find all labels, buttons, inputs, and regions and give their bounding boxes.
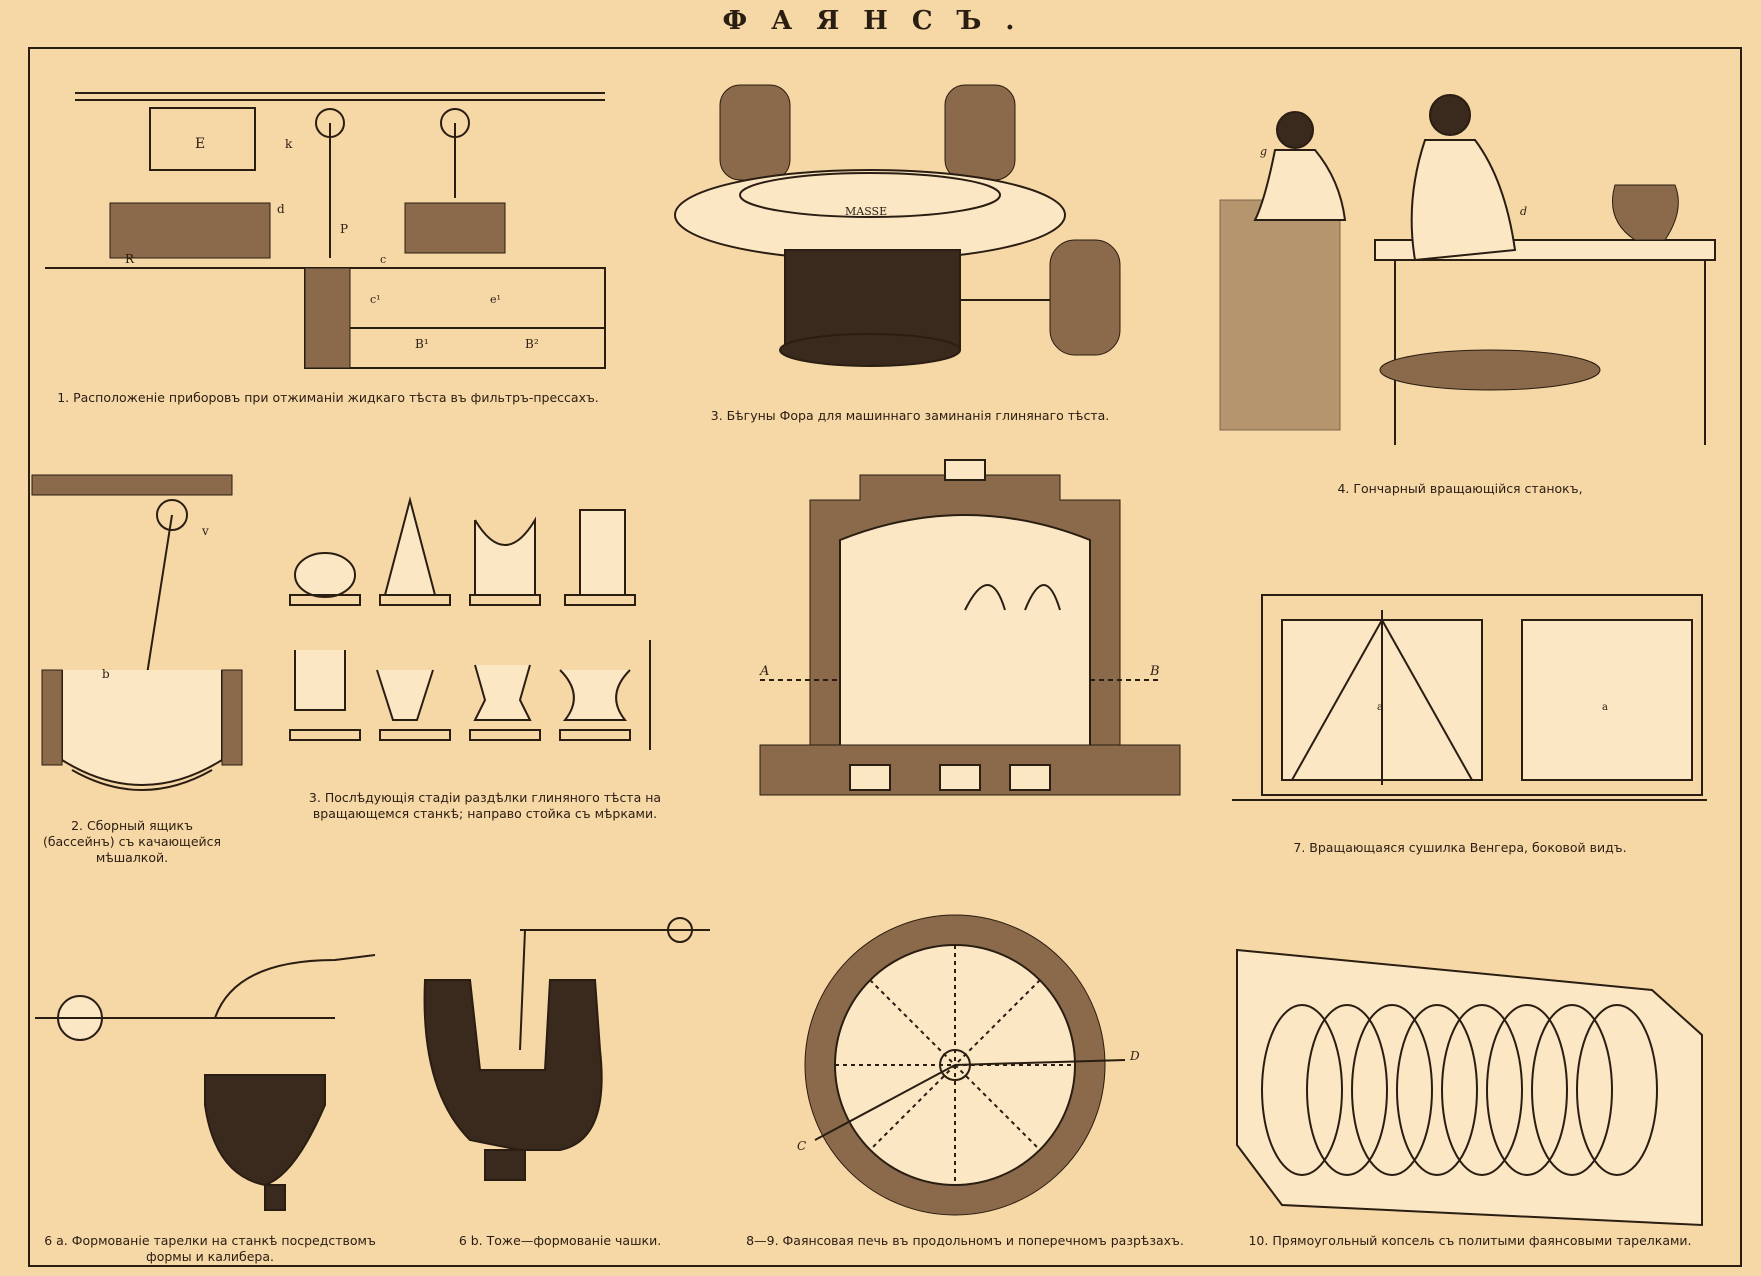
caption-figure-3-edge-runner: 3. Бѣгуны Фора для машиннаго заминанія г… — [710, 408, 1110, 423]
figure-3-clay-shaping-stages — [289, 496, 651, 750]
label-c1: c¹ — [370, 293, 381, 306]
caption-figure-6a: 6 a. Формованіе тарелки на станкѣ посред… — [44, 1233, 376, 1264]
stacked-plates — [1261, 1004, 1658, 1176]
figure-10-saggar-with-plates — [1236, 948, 1703, 1227]
caption-figure-4: 4. Гончарный вращающійся станокъ, — [1337, 481, 1583, 496]
label-A: A — [759, 664, 769, 679]
label-a-left: a — [1377, 702, 1383, 713]
figure-8-kiln-longitudinal-section: A B — [759, 459, 1181, 796]
label-E: E — [195, 136, 205, 152]
caption-figure-8-9: 8—9. Фаянсовая печь въ продольномъ и поп… — [746, 1233, 1184, 1248]
figure-2-collecting-tank: v b — [31, 474, 243, 791]
label-b: b — [102, 667, 110, 681]
caption-figure-10: 10. Прямоугольный копсель съ политыми фа… — [1248, 1233, 1692, 1248]
label-d: d — [277, 202, 285, 216]
label-R: R — [125, 252, 135, 266]
label-P: P — [340, 222, 348, 236]
label-B2: B² — [525, 337, 539, 351]
figure-4-potters-wheel: g d — [1219, 94, 1716, 445]
label-D: D — [1129, 1049, 1140, 1063]
label-v: v — [201, 524, 209, 538]
caption-figure-3-stages: 3. Послѣдующія стадіи раздѣлки глиняного… — [308, 790, 662, 821]
caption-figure-7: 7. Вращающаяся сушилка Венгера, боковой … — [1293, 840, 1627, 855]
figure-7-rotating-dryer: a a — [1232, 594, 1707, 801]
label-a-right: a — [1602, 702, 1608, 713]
plate-title: ФАЯНСЪ. — [722, 6, 1039, 36]
caption-figure-2: 2. Сборный ящикъ (бассейнъ) съ качающейс… — [42, 818, 222, 865]
caption-figure-6b: 6 b. Тоже—формованіе чашки. — [458, 1233, 662, 1248]
label-c: c — [380, 253, 386, 266]
caption-figure-1: 1. Расположеніе приборовъ при отжиманіи … — [57, 390, 599, 405]
stage-row-bottom — [289, 640, 651, 750]
figure-9-kiln-cross-section: D C — [797, 914, 1140, 1216]
label-e1: e¹ — [490, 293, 501, 306]
figure-3-edge-runner-mill: MASSE — [674, 84, 1121, 367]
stage-row-top — [289, 496, 636, 606]
figure-1-filter-press-diagram: E k d P R c c¹ e¹ B¹ B² — [45, 92, 606, 369]
label-C: C — [797, 1139, 806, 1153]
plate-frame — [28, 47, 1742, 1267]
label-B: B — [1149, 664, 1160, 679]
label-g: g — [1260, 145, 1267, 158]
label-masse: MASSE — [845, 205, 887, 218]
figure-6b-cup-forming — [423, 917, 710, 1181]
label-d-wheel: d — [1520, 205, 1527, 218]
label-B1: B¹ — [415, 337, 429, 351]
label-k: k — [285, 137, 293, 151]
dryer-right-rack — [1521, 619, 1693, 781]
figure-6a-plate-forming — [35, 954, 376, 1211]
